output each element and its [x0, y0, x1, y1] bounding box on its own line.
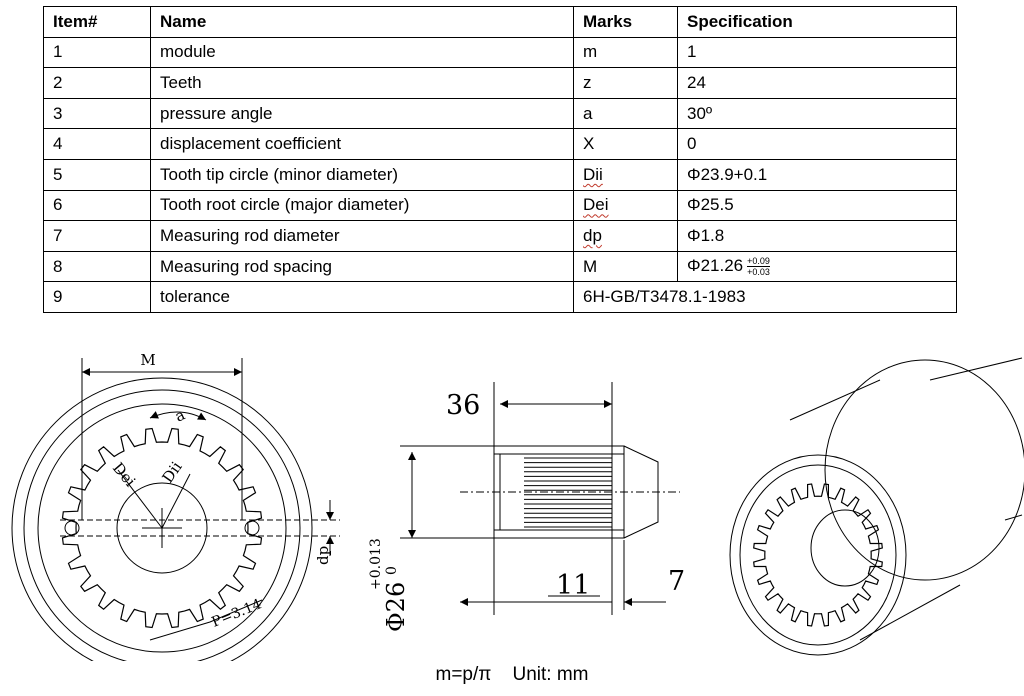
dii-leader [161, 473, 191, 529]
mark-cell: X [573, 128, 678, 160]
mark-cell: M [573, 250, 678, 283]
technical-drawings: M a Dei Dii dp P=3.14 36 Φ26 +0.013 0 11… [11, 351, 1024, 661]
item-cell: 8 [43, 250, 151, 283]
label-dei: Dei [109, 459, 139, 490]
item-cell: 7 [43, 220, 151, 252]
item-cell: 3 [43, 97, 151, 130]
table-row: 9 tolerance 6H-GB/T3478.1-1983 [43, 281, 957, 313]
mark-text: Dei [583, 195, 609, 215]
dim-dia-tol-lower: 0 [384, 566, 400, 575]
spec-cell: 24 [677, 67, 957, 99]
item-cell: 5 [43, 158, 151, 191]
tolerance-lower: +0.03 [747, 267, 770, 278]
table-row: 4 displacement coefficient X 0 [43, 128, 957, 160]
name-cell: module [150, 36, 574, 69]
table-row: 1 module m 1 [43, 36, 957, 69]
label-a: a [172, 406, 188, 426]
flange-circle [37, 403, 287, 653]
dei-leader [117, 469, 163, 529]
item-cell: 9 [43, 281, 151, 313]
table-header-row: Item# Name Marks Specification [43, 6, 957, 38]
iso-front-face [729, 454, 907, 656]
mark-text: Dii [583, 164, 603, 184]
item-cell: 1 [43, 36, 151, 69]
label-m: M [140, 351, 155, 369]
measuring-rod-right [244, 520, 260, 536]
spec-cell: 1 [677, 36, 957, 69]
table-row: 3 pressure angle a 30º [43, 97, 957, 130]
spline-teeth [61, 427, 263, 629]
header-name: Name [150, 6, 574, 38]
table-row: 8 Measuring rod spacing M Φ21.26+0.09+0.… [43, 250, 957, 283]
side-view [400, 382, 680, 615]
shaft-bottom-edge [1004, 514, 1023, 521]
bore-circle [116, 482, 208, 574]
pitch-leader [149, 599, 263, 641]
dim-11-label: 11 [556, 570, 590, 601]
dim-36-label: 36 [446, 390, 480, 421]
outer-circle-inner [23, 389, 301, 661]
item-cell: 2 [43, 67, 151, 99]
measuring-rod-left [64, 520, 80, 536]
iso-back-rim [824, 359, 1024, 581]
angle-arc [149, 411, 207, 421]
table-row: 7 Measuring rod diameter dp Φ1.8 [43, 220, 957, 252]
name-cell: Measuring rod spacing [150, 250, 574, 283]
name-cell: pressure angle [150, 97, 574, 130]
name-cell: Tooth root circle (major diameter) [150, 189, 574, 222]
tolerance-upper: +0.09 [747, 256, 770, 268]
item-cell: 4 [43, 128, 151, 160]
name-cell: displacement coefficient [150, 128, 574, 160]
table-row: 5 Tooth tip circle (minor diameter) Dii … [43, 158, 957, 191]
header-item: Item# [43, 6, 151, 38]
name-cell: Measuring rod diameter [150, 220, 574, 252]
iso-top-edge [789, 379, 881, 421]
name-cell: Teeth [150, 67, 574, 99]
iso-spline-teeth [753, 483, 883, 627]
front-view [11, 358, 340, 661]
spec-cell: 6H-GB/T3478.1-1983 [573, 281, 957, 313]
item-cell: 6 [43, 189, 151, 222]
mark-cell: dp [573, 220, 678, 252]
label-dp: dp [314, 546, 332, 565]
spec-cell: Φ23.9+0.1 [677, 158, 957, 191]
iso-front-chamfer [739, 464, 897, 646]
spec-cell: Φ21.26+0.09+0.03 [677, 250, 957, 283]
mark-cell: Dii [573, 158, 678, 191]
spec-table: Item# Name Marks Specification 1 module … [43, 6, 957, 313]
label-dii: Dii [159, 458, 186, 486]
label-pitch: P=3.14 [210, 596, 265, 630]
mark-cell: a [573, 97, 678, 130]
table-row: 2 Teeth z 24 [43, 67, 957, 99]
spec-text: Φ21.26 [687, 256, 744, 276]
iso-bottom-edge [859, 584, 961, 641]
spec-cell: 30º [677, 97, 957, 130]
outer-circle [11, 377, 313, 661]
side-view-labels: 36 Φ26 +0.013 0 11 7 [368, 390, 685, 632]
spec-cell: Φ25.5 [677, 189, 957, 222]
mark-cell: m [573, 36, 678, 69]
spline-hatching [524, 457, 612, 528]
name-cell: tolerance [150, 281, 574, 313]
dim-dia-tol-upper: +0.013 [368, 538, 384, 590]
shaft-top-edge [929, 357, 1023, 381]
header-marks: Marks [573, 6, 678, 38]
mark-cell: z [573, 67, 678, 99]
mark-cell: Dei [573, 189, 678, 222]
iso-bore [810, 509, 880, 587]
caption: m=p/π Unit: mm [435, 664, 589, 685]
spec-cell: Φ1.8 [677, 220, 957, 252]
isometric-view [729, 357, 1024, 656]
spec-cell: 0 [677, 128, 957, 160]
dim-7-label: 7 [668, 566, 685, 597]
mark-text: dp [583, 225, 602, 245]
header-specification: Specification [677, 6, 957, 38]
name-cell: Tooth tip circle (minor diameter) [150, 158, 574, 191]
table-row: 6 Tooth root circle (major diameter) Dei… [43, 189, 957, 222]
dim-dia-label: Φ26 [382, 582, 410, 632]
front-view-labels: M a Dei Dii dp P=3.14 [109, 351, 332, 631]
tolerance-fraction: +0.09+0.03 [747, 256, 770, 277]
